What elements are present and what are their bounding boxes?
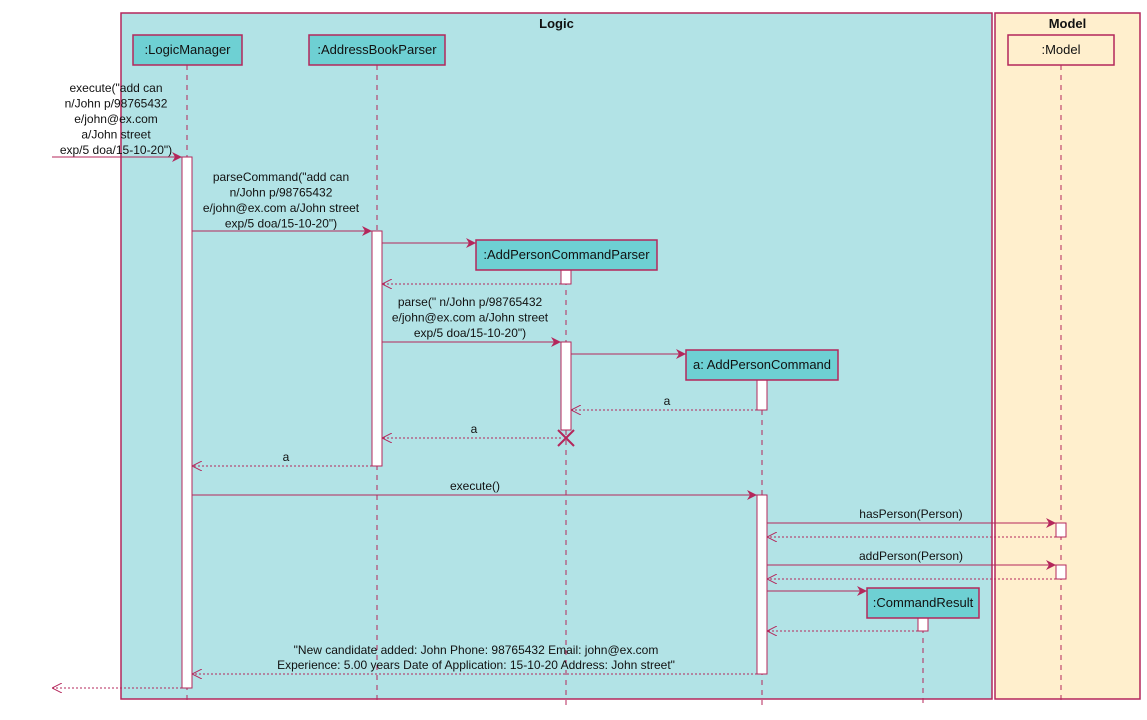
m9-label-line: a (283, 450, 290, 464)
m10-label-line: execute() (450, 479, 500, 493)
cr-participant-box (866, 587, 980, 619)
lm-participant-box (132, 34, 243, 66)
m17-label-line: "New candidate added: John Phone: 987654… (294, 643, 659, 657)
m2-label-line: e/john@ex.com a/John street (203, 201, 360, 215)
m5-label-line: exp/5 doa/15-10-20") (414, 326, 526, 340)
m11-label-line: hasPerson(Person) (859, 507, 962, 521)
m5-label-line: e/john@ex.com a/John street (392, 311, 549, 325)
apcp-participant-label: :AddPersonCommandParser (483, 247, 650, 262)
apc-participant-label: a: AddPersonCommand (693, 357, 831, 372)
logic-box (120, 12, 993, 700)
apc-participant-box (685, 349, 839, 381)
apcp-activation-bar (560, 341, 572, 431)
cr-participant-label: :CommandResult (873, 595, 974, 610)
cr-activation-bar (917, 617, 929, 632)
model-activation-bar (1055, 564, 1067, 580)
lm-participant-label: :LogicManager (145, 42, 232, 57)
m8-label-line: a (471, 422, 478, 436)
apcp-destroy-mark (557, 429, 575, 447)
logic-box-title: Logic (539, 16, 574, 31)
m5-label-line: parse(" n/John p/98765432 (398, 295, 543, 309)
m17-label-line: Experience: 5.00 years Date of Applicati… (277, 658, 675, 672)
m7-label-line: a (664, 394, 671, 408)
m13-label-line: addPerson(Person) (859, 549, 963, 563)
m2-label-line: exp/5 doa/15-10-20") (225, 217, 337, 231)
m1-label-line: execute("add can (70, 81, 163, 95)
model-participant-box (1007, 34, 1115, 66)
abp-participant-box (308, 34, 446, 66)
apc-activation-bar (756, 494, 768, 675)
m2-label-line: n/John p/98765432 (230, 186, 333, 200)
model-box-title: Model (1049, 16, 1087, 31)
apcp-participant-box (475, 239, 658, 271)
abp-participant-label: :AddressBookParser (317, 42, 437, 57)
apcp-activation-bar (560, 269, 572, 285)
model-box (994, 12, 1141, 700)
apc-activation-bar (756, 379, 768, 411)
m1-label-line: a/John street (81, 128, 151, 142)
m1-label-line: e/john@ex.com (74, 112, 158, 126)
lm-activation-bar (181, 156, 193, 689)
m1-label-line: n/John p/98765432 (65, 97, 168, 111)
model-participant-label: :Model (1041, 42, 1080, 57)
m1-label-line: exp/5 doa/15-10-20") (60, 143, 172, 157)
m2-label-line: parseCommand("add can (213, 170, 349, 184)
model-activation-bar (1055, 522, 1067, 538)
abp-activation-bar (371, 230, 383, 467)
